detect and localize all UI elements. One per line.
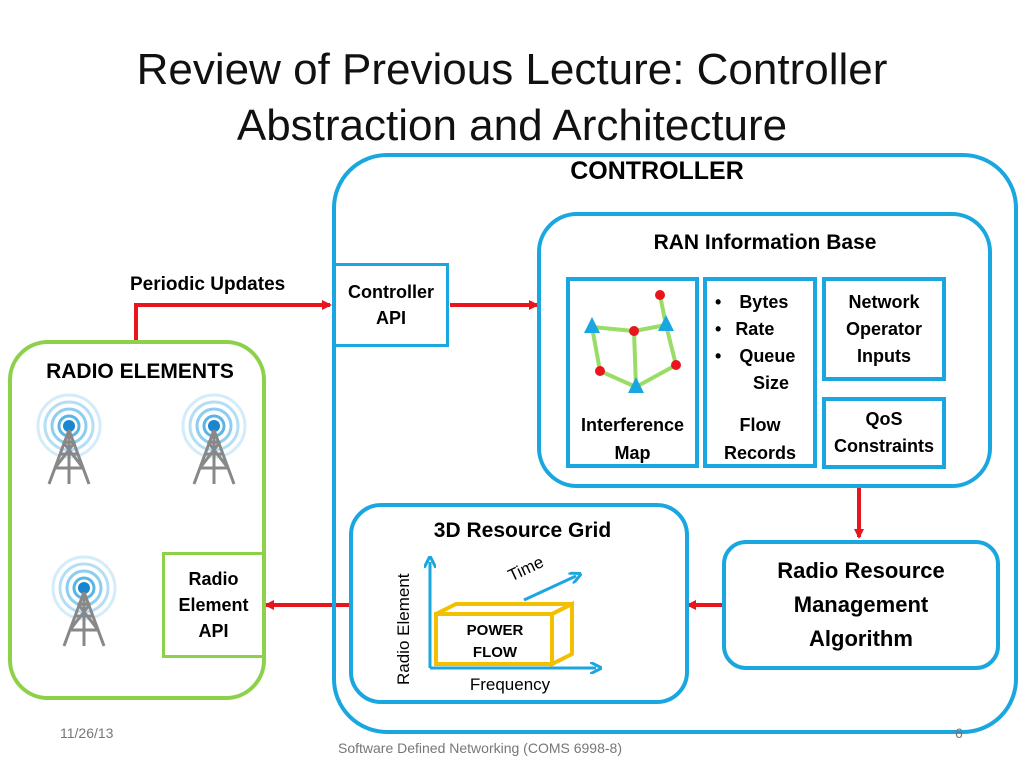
- resource-grid-title: 3D Resource Grid: [433, 519, 612, 542]
- radio-elements-label: RADIO ELEMENTS: [46, 360, 234, 383]
- slide-title-line2: Abstraction and Architecture: [236, 101, 788, 150]
- radio-element-api-line3: API: [198, 621, 229, 641]
- radio-tower-icon: [51, 555, 117, 647]
- flow-records-line2: Records: [723, 443, 797, 463]
- resource-grid-axes: [400, 550, 620, 680]
- operator-line1: Network: [848, 291, 920, 312]
- qos-constraints-box: QoS Constraints: [822, 397, 946, 469]
- flow-item-size: Size: [753, 373, 790, 393]
- controller-api-box: Controller API: [333, 263, 449, 347]
- operator-line2: Operator: [845, 318, 923, 339]
- footer-course: Software Defined Networking (COMS 6998-8…: [337, 740, 622, 756]
- radio-elements-box: [8, 340, 266, 700]
- flow-bullet-list: •Bytes •Rate •Queue Size: [715, 289, 795, 397]
- rrm-line3: Algorithm: [809, 626, 913, 651]
- controller-api-line1: Controller: [347, 282, 434, 302]
- controller-label: CONTROLLER: [570, 157, 744, 185]
- radio-element-api-line1: Radio: [188, 569, 239, 589]
- radio-tower-icon: [36, 393, 102, 485]
- rrm-line2: Management: [793, 592, 929, 617]
- controller-box: [332, 153, 1018, 734]
- footer-page-number: 6: [955, 725, 963, 741]
- radio-element-axis-label: Radio Element: [394, 573, 413, 685]
- operator-line3: Inputs: [857, 345, 911, 366]
- rrm-algorithm-box: Radio Resource Management Algorithm: [722, 540, 1000, 670]
- radio-tower-icon: [181, 393, 247, 485]
- network-operator-inputs-box: Network Operator Inputs: [822, 277, 946, 381]
- flow-item-queue: Queue: [739, 346, 796, 366]
- controller-api-line2: API: [375, 308, 406, 328]
- resource-grid-box: [349, 503, 689, 704]
- flow-records-line1: Flow: [739, 415, 781, 435]
- radio-element-api-box: Radio Element API: [162, 552, 265, 658]
- ran-information-base-box: [537, 212, 992, 488]
- interference-graph-icon: [584, 290, 681, 393]
- radio-element-api-line2: Element: [178, 595, 249, 615]
- footer-date: 11/26/13: [60, 725, 114, 741]
- qos-line2: Constraints: [833, 436, 934, 456]
- frequency-axis-label: Frequency: [469, 675, 551, 694]
- flow-item-bytes: Bytes: [739, 292, 789, 312]
- slide-title-line1: Review of Previous Lecture: Controller: [136, 45, 888, 94]
- interference-map-line2: Map: [614, 443, 651, 463]
- flow-records-box: •Bytes •Rate •Queue Size Flow Records: [703, 277, 817, 468]
- periodic-updates-label: Periodic Updates: [130, 274, 286, 295]
- interference-map-line1: Interference: [580, 415, 685, 435]
- flow-item-rate: Rate: [735, 319, 775, 339]
- rrm-line1: Radio Resource: [777, 558, 945, 583]
- ran-information-base-title: RAN Information Base: [653, 231, 877, 254]
- qos-line1: QoS: [865, 409, 903, 429]
- periodic-updates-arrow: [134, 300, 332, 340]
- power-flow-line2: FLOW: [472, 644, 518, 661]
- interference-map-box: Interference Map: [566, 277, 699, 468]
- power-flow-line1: POWER: [466, 622, 524, 639]
